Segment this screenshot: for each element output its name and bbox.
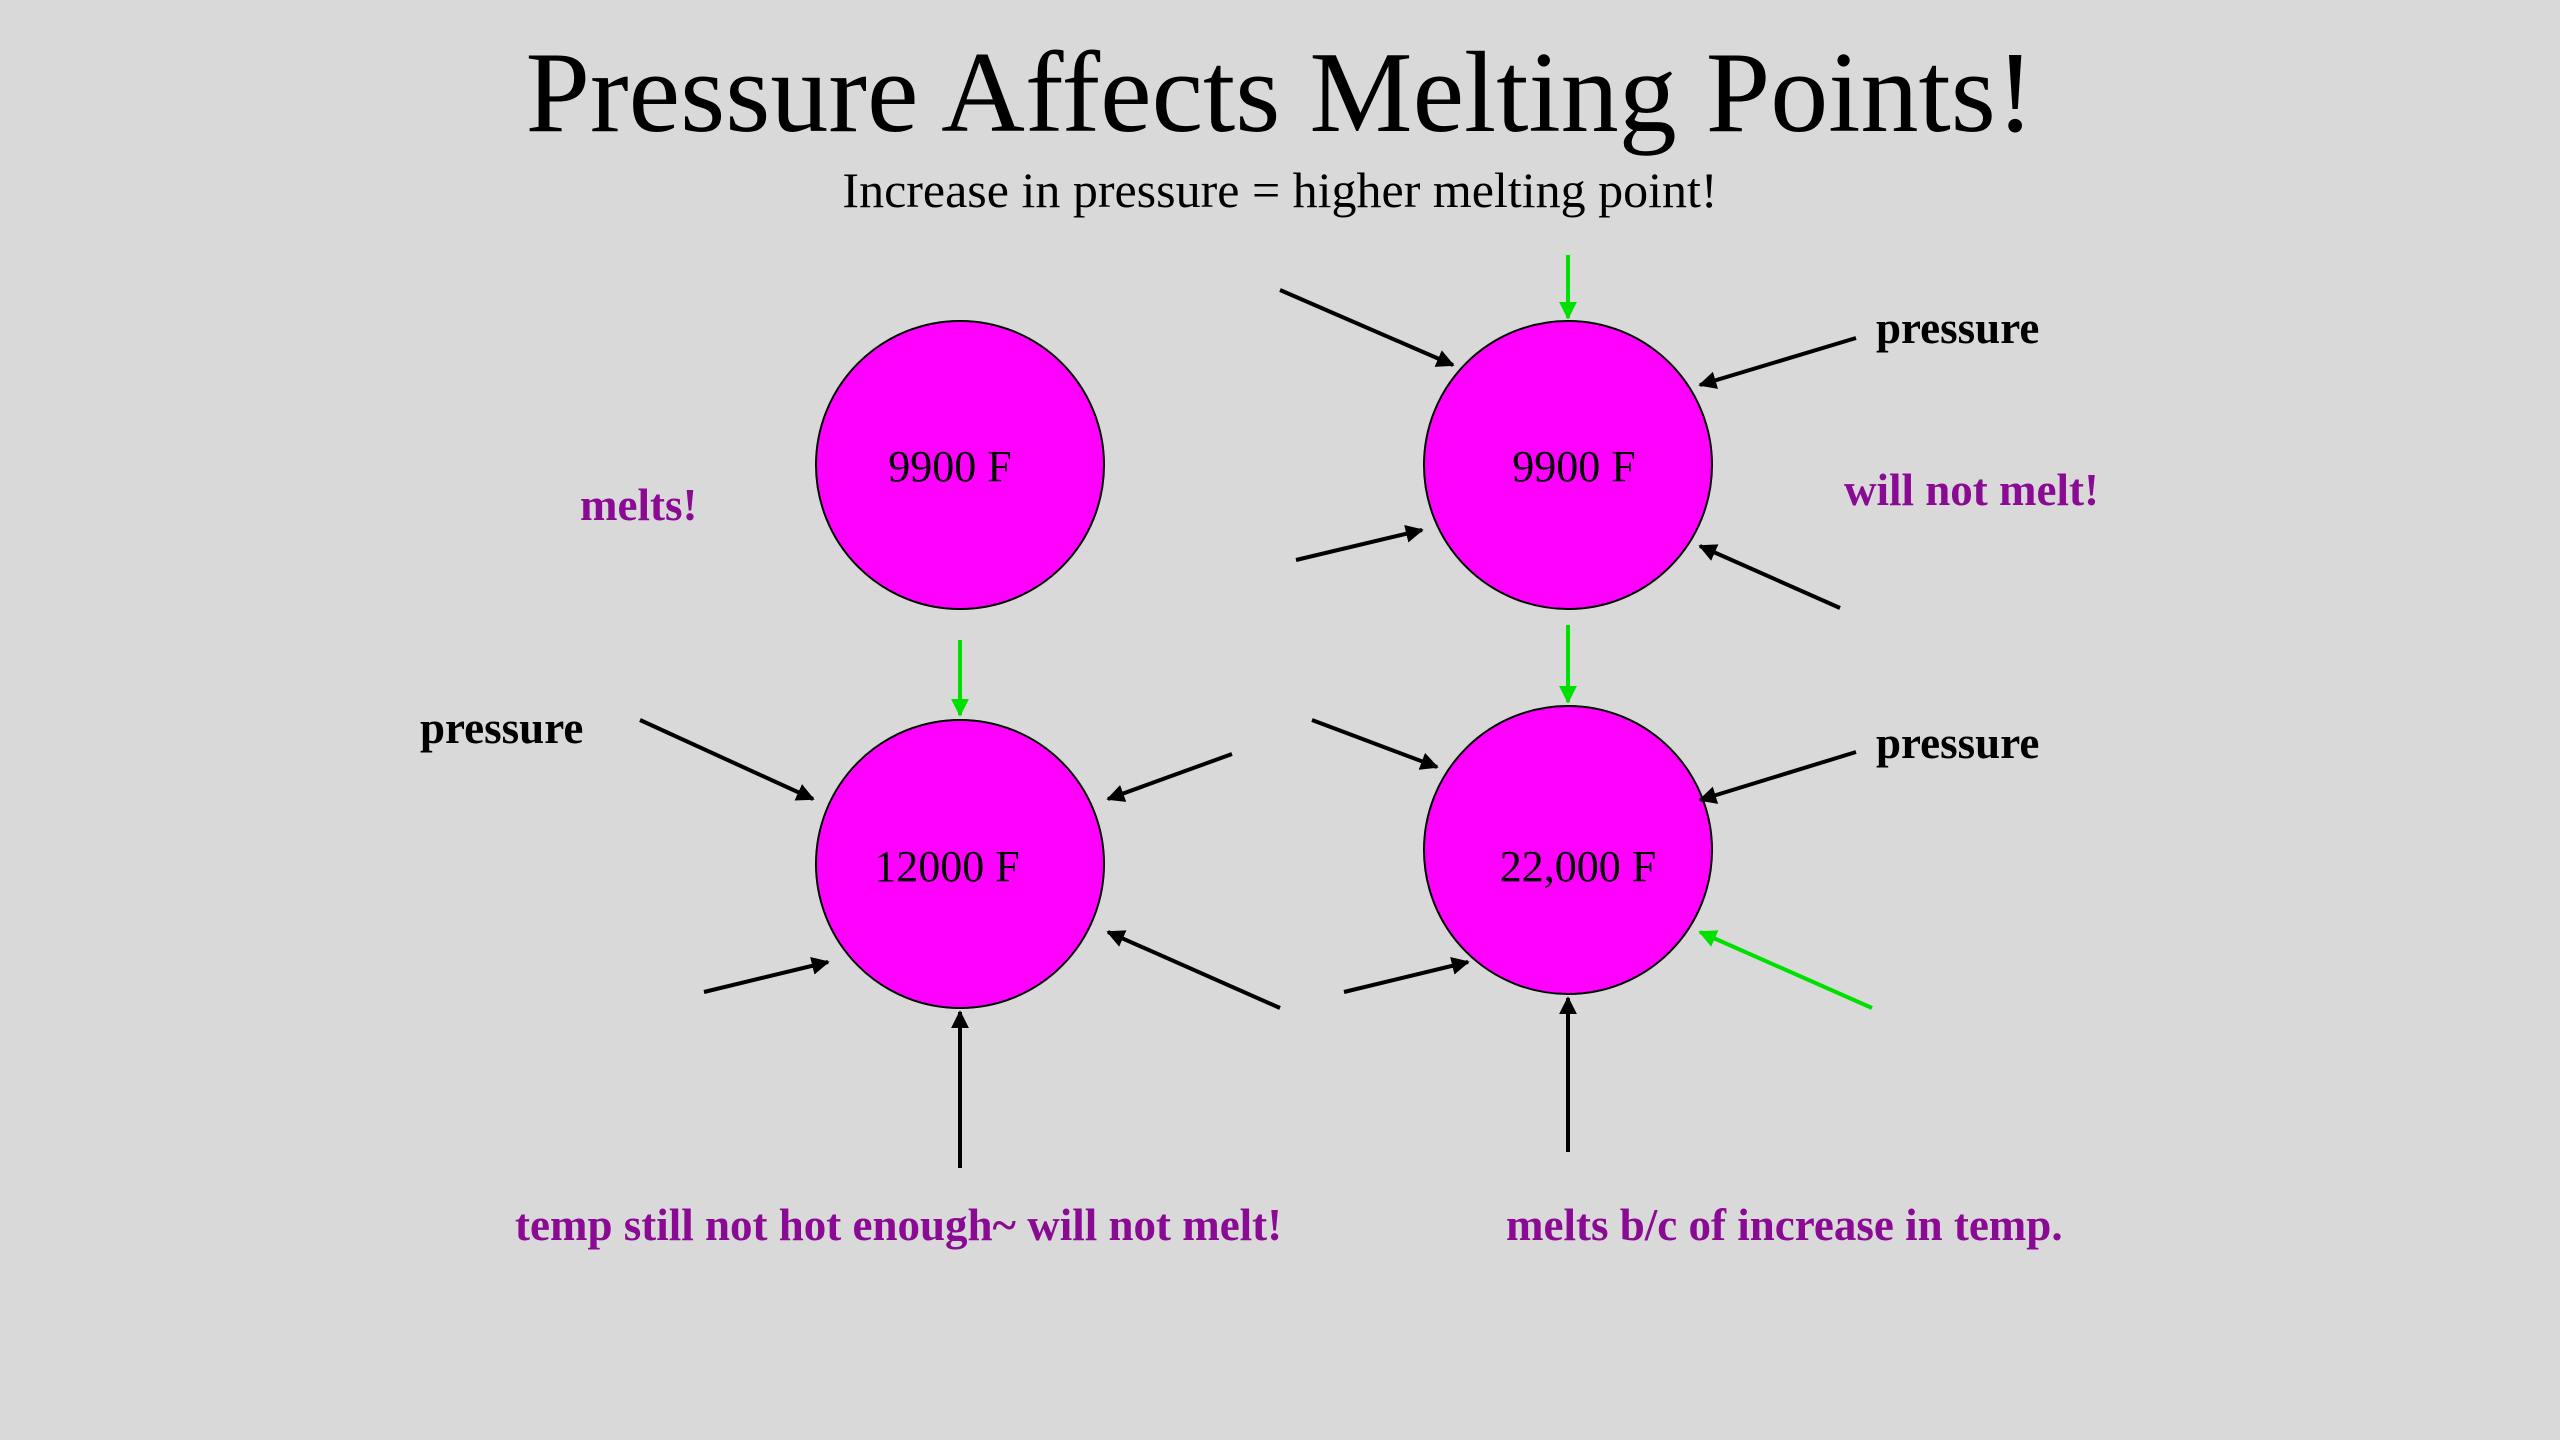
label-pressure-bottom-left: pressure (420, 703, 583, 753)
circle-bottom-right (1423, 705, 1713, 995)
label-pressure-top-right: pressure (1876, 303, 2039, 353)
arrow-black-br-1 (1311, 718, 1439, 770)
arrow-black-tr-3 (1295, 524, 1424, 562)
temp-bottom-left: 12000 F (874, 842, 1019, 891)
slide-title: Pressure Affects Melting Points! (525, 29, 2035, 157)
arrow-black-bl-4 (1106, 930, 1281, 1010)
circle-top-right (1423, 320, 1713, 610)
circle-top-left (815, 320, 1105, 610)
slide-subtitle: Increase in pressure = higher melting po… (842, 162, 1718, 218)
arrow-black-bl-3 (703, 957, 830, 994)
arrow-black-bl-2 (1106, 752, 1233, 802)
arrow-black-br-3 (1343, 957, 1470, 994)
arrow-black-br-2 (1698, 750, 1857, 804)
circle-bottom-left (815, 719, 1105, 1009)
temp-top-left: 9900 F (888, 442, 1011, 491)
label-melts: melts! (580, 480, 697, 530)
temp-top-right: 9900 F (1512, 442, 1635, 491)
caption-left: temp still not hot enough~ will not melt… (515, 1200, 1282, 1250)
label-will-not-melt: will not melt! (1844, 465, 2099, 515)
label-pressure-bottom-right: pressure (1876, 718, 2039, 768)
arrow-green-diagonal (1698, 930, 1873, 1010)
arrow-black-bl-1 (639, 718, 815, 801)
arrow-black-tr-2 (1698, 336, 1857, 389)
arrow-black-tr-1 (1279, 288, 1455, 367)
temp-bottom-right: 22,000 F (1500, 842, 1656, 891)
caption-right: melts b/c of increase in temp. (1506, 1200, 2063, 1250)
arrow-black-tr-4 (1698, 544, 1841, 610)
